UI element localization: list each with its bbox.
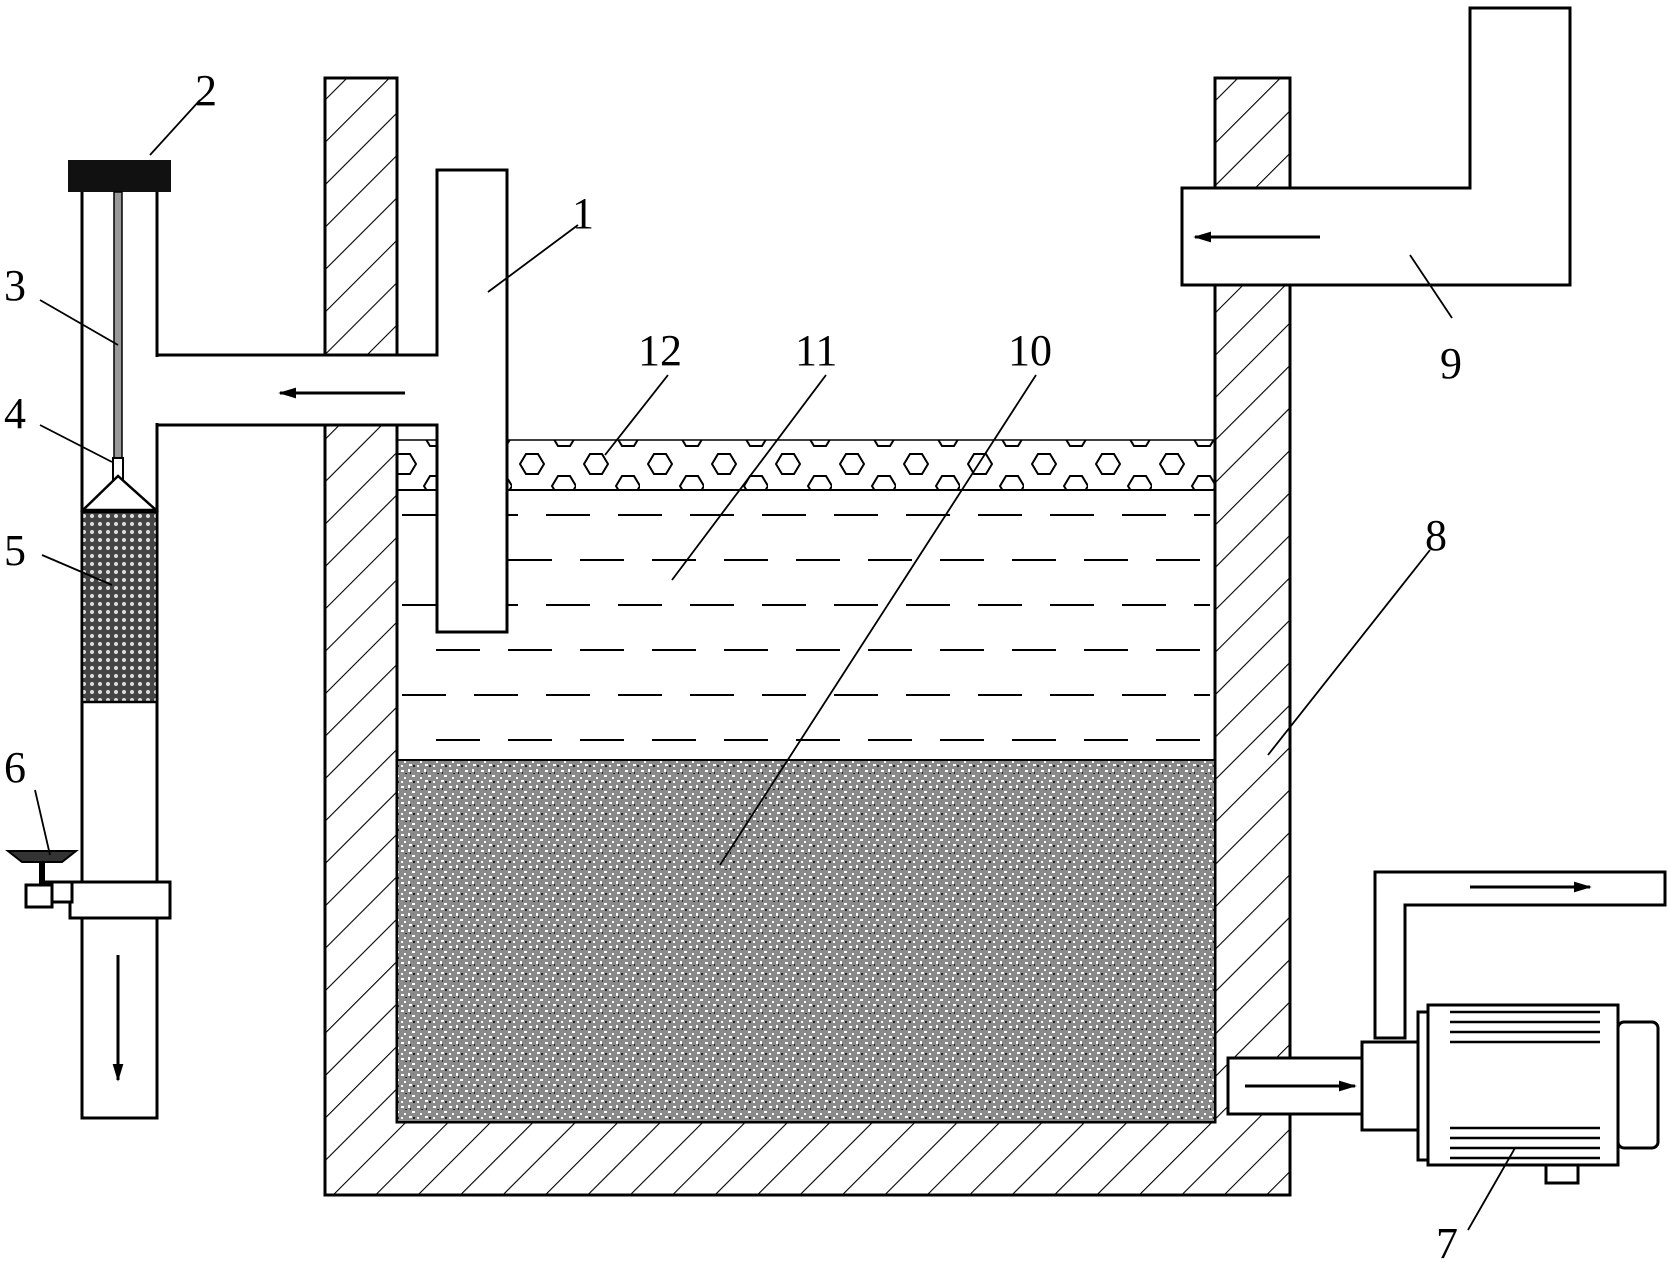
pump	[1226, 870, 1667, 1185]
foam-layer	[397, 440, 1215, 490]
tank	[323, 76, 1292, 1197]
discharge-pipe	[155, 168, 509, 634]
label-2: 2	[195, 66, 217, 115]
label-12: 12	[638, 326, 682, 375]
filter-column	[5, 160, 172, 1120]
hanging-rod	[113, 191, 123, 463]
motor-body	[1426, 1003, 1620, 1167]
column-cap	[68, 160, 171, 192]
motor-fan-cover	[1616, 1020, 1660, 1150]
cone-valve	[79, 474, 160, 512]
label-8: 8	[1425, 511, 1447, 560]
motor-fins	[1450, 1010, 1600, 1160]
clamp-ring	[68, 880, 172, 920]
valve-body	[24, 883, 54, 909]
label-6: 6	[4, 743, 26, 792]
pump-outlet-pipe	[1373, 870, 1667, 1040]
filter-media	[80, 510, 159, 704]
label-7: 7	[1436, 1219, 1458, 1263]
pump-head	[1360, 1040, 1424, 1132]
leader-lines	[34, 99, 1516, 1231]
label-1: 1	[572, 189, 594, 238]
valve-handwheel	[5, 850, 79, 863]
label-9: 9	[1440, 339, 1462, 388]
label-10: 10	[1008, 326, 1052, 375]
label-3: 3	[4, 261, 26, 310]
motor-foot	[1544, 1163, 1580, 1185]
sediment-layer	[396, 759, 1216, 1123]
label-5: 5	[4, 526, 26, 575]
label-11: 11	[795, 326, 837, 375]
liquid-layer	[402, 514, 1210, 741]
inlet-pipe	[1180, 6, 1572, 287]
part-labels: 1 2 3 4 5 6 7 8 9 10 11 12	[4, 66, 1462, 1263]
label-4: 4	[4, 389, 26, 438]
